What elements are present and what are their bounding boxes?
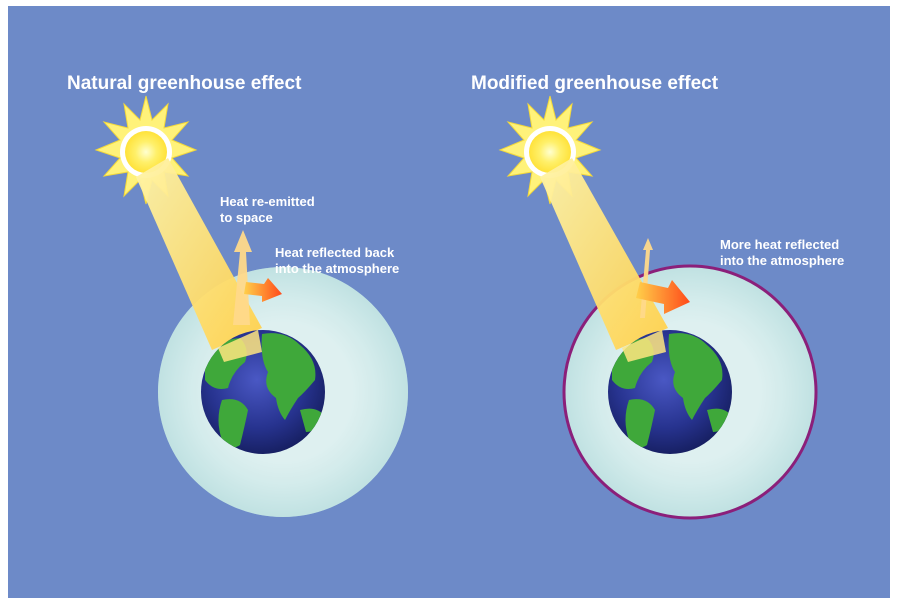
label-heat-reflected-2: into the atmosphere xyxy=(275,261,399,276)
incoming-sunlight-beam xyxy=(136,158,262,350)
heat-reflected-arrow xyxy=(244,278,282,302)
heat-reemitted-arrow xyxy=(233,230,252,325)
natural-greenhouse-panel: Natural greenhouse effect xyxy=(67,73,408,517)
incoming-sunlight-beam xyxy=(540,158,668,350)
label-more-heat-reflected-1: More heat reflected xyxy=(720,237,839,252)
modified-title: Modified greenhouse effect xyxy=(471,73,719,94)
earth-globe xyxy=(201,330,325,454)
label-more-heat-reflected-2: into the atmosphere xyxy=(720,253,844,268)
label-heat-reflected-1: Heat reflected back xyxy=(275,245,395,260)
label-heat-reemitted-1: Heat re-emitted xyxy=(220,194,315,209)
modified-greenhouse-panel: Modified greenhouse effect xyxy=(471,73,844,520)
earth-globe xyxy=(608,330,732,454)
thickened-atmosphere-boundary xyxy=(562,264,818,520)
heat-reflected-arrow xyxy=(636,280,690,314)
natural-title: Natural greenhouse effect xyxy=(67,73,302,94)
label-heat-reemitted-2: to space xyxy=(220,210,273,225)
